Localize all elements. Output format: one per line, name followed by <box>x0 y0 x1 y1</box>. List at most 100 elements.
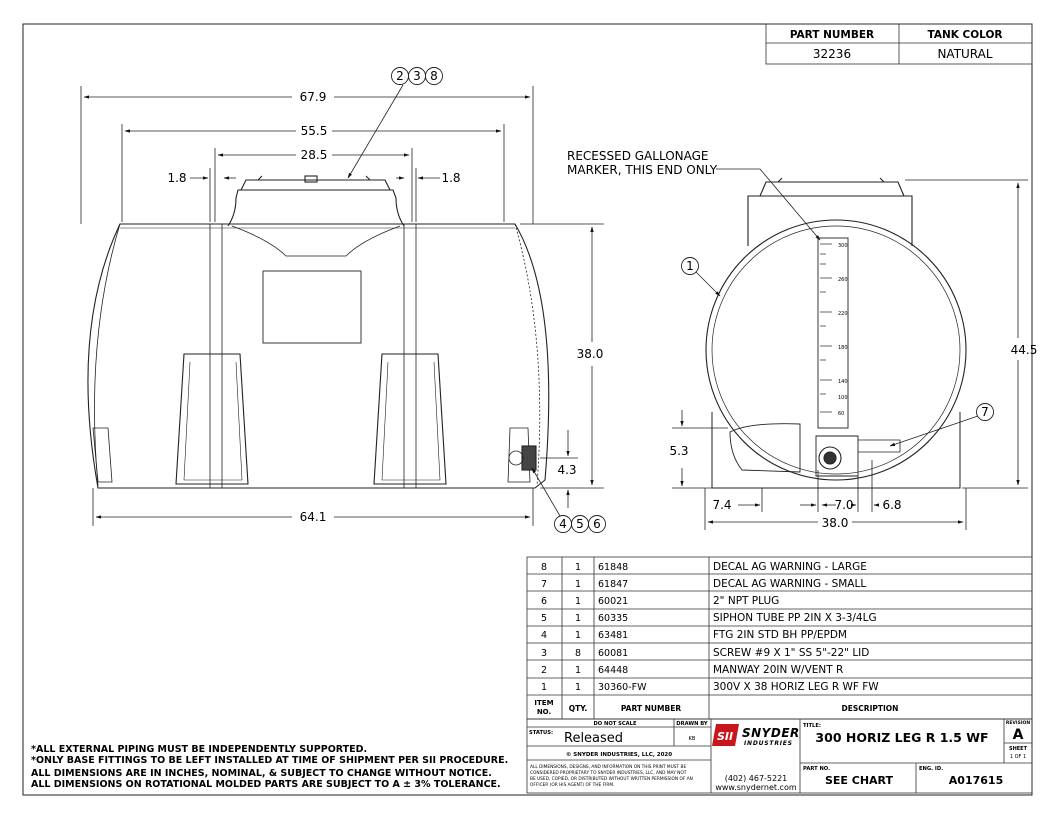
svg-text:DESCRIPTION: DESCRIPTION <box>842 704 899 713</box>
general-notes: *ALL EXTERNAL PIPING MUST BE INDEPENDENT… <box>31 744 508 790</box>
svg-text:MANWAY 20IN W/VENT R: MANWAY 20IN W/VENT R <box>713 664 843 676</box>
bom-header-row: ITEM NO. QTY. PART NUMBER DESCRIPTION <box>534 699 898 716</box>
balloon-group-bottom: 4 5 6 <box>554 515 606 533</box>
svg-text:61848: 61848 <box>598 562 628 573</box>
part-no-label: PART NO. <box>803 766 830 772</box>
balloon-1: 1 <box>681 257 699 275</box>
svg-text:7: 7 <box>981 405 989 419</box>
bom-row: 4 1 63481 FTG 2IN STD BH PP/EPDM <box>541 629 847 641</box>
status-label: STATUS: <box>529 730 553 736</box>
snyder-logo: SII SNYDER INDUSTRIES <box>712 724 799 747</box>
svg-text:1: 1 <box>575 579 581 590</box>
header-table <box>765 23 1033 65</box>
do-not-scale-label: DO NOT SCALE <box>593 721 636 727</box>
svg-text:1: 1 <box>575 596 581 607</box>
gauge-mark-260: 260 <box>838 277 848 283</box>
eng-id-value: A017615 <box>949 774 1003 787</box>
logo-sub: INDUSTRIES <box>744 740 793 747</box>
end-dimension-text: 44.5 5.3 38.0 7.4 7.0 6.8 RECESSED GALLO… <box>567 149 1037 530</box>
front-view-tank <box>87 175 550 489</box>
svg-text:2" NPT PLUG: 2" NPT PLUG <box>713 595 779 607</box>
sheet-label: SHEET <box>1009 746 1028 752</box>
gauge-mark-140: 140 <box>838 379 848 385</box>
front-dimension-lines <box>80 84 604 526</box>
dim-sump-height: 5.3 <box>669 444 688 458</box>
svg-text:5: 5 <box>541 613 547 624</box>
svg-text:30360-FW: 30360-FW <box>598 682 647 693</box>
legal-line: ALL DIMENSIONS, DESIGNS, AND INFORMATION… <box>530 764 686 770</box>
svg-text:SCREW #9 X 1" SS 5"-22" LID: SCREW #9 X 1" SS 5"-22" LID <box>713 647 869 659</box>
dim-right-offset: 1.8 <box>441 171 460 185</box>
status-value: Released <box>564 731 623 746</box>
dim-width-bottom: 38.0 <box>822 516 849 530</box>
svg-text:NO.: NO. <box>537 708 551 716</box>
svg-text:2: 2 <box>541 665 547 676</box>
part-no-value: SEE CHART <box>825 774 894 787</box>
dim-manway-span: 28.5 <box>301 148 328 162</box>
tank-color-label: TANK COLOR <box>927 29 1002 41</box>
end-view-tank <box>705 177 967 489</box>
gauge-mark-180: 180 <box>838 345 848 351</box>
svg-text:8: 8 <box>575 648 581 659</box>
svg-text:1: 1 <box>575 613 581 624</box>
bom-row: 8 1 61848 DECAL AG WARNING - LARGE <box>541 561 867 573</box>
dim-base-length: 64.1 <box>300 510 327 524</box>
gauge-mark-220: 220 <box>838 311 848 317</box>
bom-row: 5 1 60335 SIPHON TUBE PP 2IN X 3-3/4LG <box>541 612 877 624</box>
bom-row: 2 1 64448 MANWAY 20IN W/VENT R <box>541 664 843 676</box>
legal-line: OFFICER (OR HIS AGENT) OF THE FIRM. <box>530 782 614 788</box>
dim-height: 38.0 <box>577 347 604 361</box>
dim-leg-span: 55.5 <box>301 124 328 138</box>
dim-fitting-offset: 6.8 <box>882 498 901 512</box>
svg-text:DECAL AG WARNING - LARGE: DECAL AG WARNING - LARGE <box>713 561 867 573</box>
note-line: *ONLY BASE FITTINGS TO BE LEFT INSTALLED… <box>31 755 508 766</box>
bom-rows: 8 1 61848 DECAL AG WARNING - LARGE 7 1 6… <box>534 561 898 716</box>
balloon-6: 6 <box>593 517 601 531</box>
svg-text:FTG 2IN STD BH PP/EPDM: FTG 2IN STD BH PP/EPDM <box>713 629 847 641</box>
svg-text:DECAL AG WARNING - SMALL: DECAL AG WARNING - SMALL <box>713 578 866 590</box>
gallonage-gauge-labels: 300 260 220 180 140 100 60 <box>838 243 848 417</box>
balloon-3: 3 <box>413 69 421 83</box>
svg-text:300V X 38 HORIZ LEG R WF FW: 300V X 38 HORIZ LEG R WF FW <box>713 681 879 693</box>
drawing-title: 300 HORIZ LEG R 1.5 WF <box>815 730 988 745</box>
end-dimension-lines <box>672 168 1028 530</box>
revision-label: REVISION <box>1006 720 1030 726</box>
note-line: ALL DIMENSIONS ARE IN INCHES, NOMINAL, &… <box>31 768 492 779</box>
part-number-label: PART NUMBER <box>790 29 874 41</box>
gauge-mark-60: 60 <box>838 411 844 417</box>
balloon-7: 7 <box>976 403 994 421</box>
dim-fitting-height: 4.3 <box>557 463 576 477</box>
revision-value: A <box>1013 727 1024 743</box>
bom-row: 6 1 60021 2" NPT PLUG <box>541 595 779 607</box>
gauge-mark-100: 100 <box>838 395 848 401</box>
title-block-grid <box>526 718 1033 794</box>
drawn-by-label: DRAWN BY <box>676 721 708 727</box>
company-website: www.snydernet.com <box>715 783 797 792</box>
sheet-border <box>22 23 1033 796</box>
eng-id-label: ENG. ID. <box>919 766 943 772</box>
svg-text:1: 1 <box>575 630 581 641</box>
sheet-value: 1 OF 1 <box>1010 754 1026 760</box>
title-label: TITLE: <box>803 723 821 729</box>
note-line: *ALL EXTERNAL PIPING MUST BE INDEPENDENT… <box>31 744 367 755</box>
dim-overall-height: 44.5 <box>1011 343 1038 357</box>
balloon-5: 5 <box>576 517 584 531</box>
svg-text:7: 7 <box>541 579 547 590</box>
svg-text:60021: 60021 <box>598 596 628 607</box>
callout-line-2: MARKER, THIS END ONLY <box>567 163 718 177</box>
logo-mark: SII <box>717 730 733 743</box>
company-phone: (402) 467-5221 <box>725 774 788 783</box>
svg-text:4: 4 <box>541 630 547 641</box>
svg-text:61847: 61847 <box>598 579 628 590</box>
svg-text:3: 3 <box>541 648 547 659</box>
dim-fitting-spacing: 7.0 <box>834 498 853 512</box>
dim-fitting-from-side: 7.4 <box>712 498 731 512</box>
svg-text:QTY.: QTY. <box>569 704 588 713</box>
dim-overall-length: 67.9 <box>300 90 327 104</box>
tank-color-value: NATURAL <box>937 47 992 61</box>
svg-text:1: 1 <box>575 665 581 676</box>
svg-text:64448: 64448 <box>598 665 628 676</box>
part-number-value: 32236 <box>813 47 851 61</box>
balloon-group-top: 2 3 8 <box>391 67 443 85</box>
